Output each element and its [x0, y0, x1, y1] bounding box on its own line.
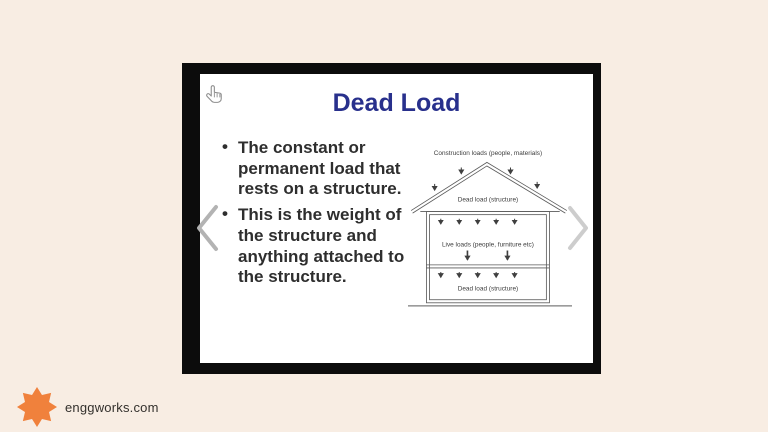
roof-dead-load-label: Dead load (structure) — [458, 196, 518, 203]
slide: Dead Load The constant or permanent load… — [200, 74, 593, 363]
house-walls — [426, 211, 550, 304]
slide-title: Dead Load — [332, 89, 461, 117]
roof-outline-inner — [412, 165, 566, 214]
chevron-right-icon — [568, 206, 588, 250]
roof-outline — [410, 161, 568, 211]
starburst-icon — [17, 387, 57, 427]
house-loads-diagram: Construction loads (people, materials) D… — [408, 150, 572, 307]
enggworks-logo: enggworks.com — [17, 387, 159, 427]
logo-text: enggworks.com — [65, 399, 159, 415]
bullet-item: This is the weight of the structure and … — [220, 204, 416, 288]
bullet-item: The constant or permanent load that rest… — [220, 137, 416, 200]
house-walls-inner — [429, 214, 547, 301]
construction-loads-label: Construction loads (people, materials) — [434, 150, 542, 157]
previous-slide-button[interactable] — [192, 202, 222, 254]
bullet-list: The constant or permanent load that rest… — [220, 137, 416, 293]
floor-dead-load-label: Dead load (structure) — [458, 286, 518, 293]
live-loads-label: Live loads (people, furniture etc) — [442, 241, 534, 248]
next-slide-button[interactable] — [565, 203, 593, 253]
hand-cursor-icon — [206, 85, 222, 103]
slide-player-frame: Dead Load The constant or permanent load… — [182, 63, 601, 374]
chevron-left-icon — [197, 205, 218, 251]
